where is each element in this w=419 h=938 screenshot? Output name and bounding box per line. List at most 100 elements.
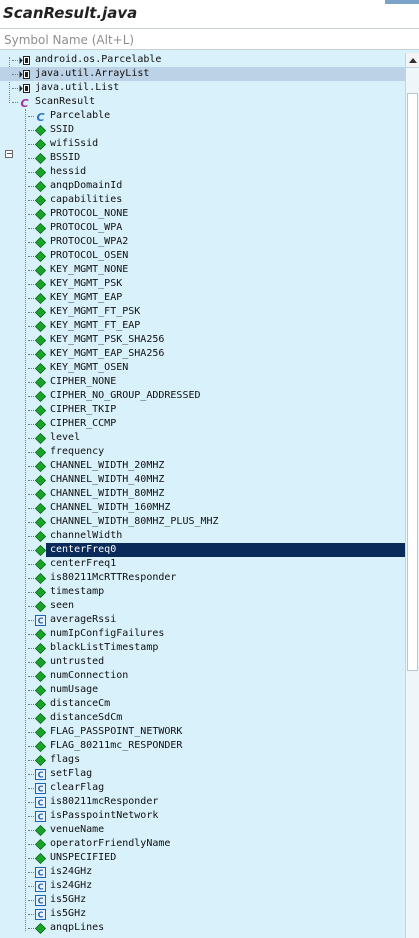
scroll-up-button[interactable] bbox=[406, 53, 419, 68]
tree-item[interactable]: PROTOCOL_OSEN bbox=[0, 249, 405, 263]
method-icon: C bbox=[35, 811, 46, 822]
method-icon: C bbox=[35, 909, 46, 920]
tree-item[interactable]: CHANNEL_WIDTH_160MHZ bbox=[0, 501, 405, 515]
tree-item[interactable]: BSSID bbox=[0, 151, 405, 165]
tree-item[interactable]: centerFreq1 bbox=[0, 557, 405, 571]
tree-item[interactable]: CHANNEL_WIDTH_20MHZ bbox=[0, 459, 405, 473]
selection-highlight bbox=[46, 543, 405, 557]
tree-item[interactable]: FLAG_PASSPOINT_NETWORK bbox=[0, 725, 405, 739]
tree-item-label: KEY_MGMT_OSEN bbox=[50, 362, 129, 373]
tree-connector bbox=[28, 172, 34, 173]
tree-item[interactable]: untrusted bbox=[0, 655, 405, 669]
tree-connector bbox=[28, 564, 34, 565]
tree-item[interactable]: frequency bbox=[0, 445, 405, 459]
interface-icon: C bbox=[35, 111, 46, 122]
tree-connector bbox=[28, 858, 34, 859]
tree-item[interactable]: hessid bbox=[0, 165, 405, 179]
tree-item[interactable]: KEY_MGMT_PSK bbox=[0, 277, 405, 291]
tree-item-label: numIpConfigFailures bbox=[50, 628, 165, 639]
tree-connector bbox=[28, 844, 34, 845]
tree-connector bbox=[28, 774, 34, 775]
tree-item-label: operatorFriendlyName bbox=[50, 838, 171, 849]
vertical-scrollbar[interactable] bbox=[405, 53, 419, 938]
tree-item[interactable]: CHANNEL_WIDTH_80MHZ bbox=[0, 487, 405, 501]
tree-item[interactable]: anqpDomainId bbox=[0, 179, 405, 193]
tree-item[interactable]: capabilities bbox=[0, 193, 405, 207]
tree-item[interactable]: PROTOCOL_WPA bbox=[0, 221, 405, 235]
tree-item[interactable]: wifiSsid bbox=[0, 137, 405, 151]
tree-connector bbox=[28, 228, 34, 229]
tree-item[interactable]: operatorFriendlyName bbox=[0, 837, 405, 851]
collapse-toggle[interactable]: − bbox=[5, 149, 13, 158]
tree-item[interactable]: anqpLines bbox=[0, 921, 405, 935]
tree-item[interactable]: KEY_MGMT_NONE bbox=[0, 263, 405, 277]
tree-item[interactable]: is80211McRTTResponder bbox=[0, 571, 405, 585]
tree-item[interactable]: KEY_MGMT_OSEN bbox=[0, 361, 405, 375]
tree-item[interactable]: channelWidth bbox=[0, 529, 405, 543]
tree-item-label: CHANNEL_WIDTH_20MHZ bbox=[50, 460, 165, 471]
tree-item[interactable]: FLAG_80211mc_RESPONDER bbox=[0, 739, 405, 753]
tree-item[interactable]: CIPHER_NONE bbox=[0, 375, 405, 389]
tree-item[interactable]: android.os.Parcelable bbox=[0, 53, 405, 67]
tree-item-label: is80211mcResponder bbox=[50, 796, 159, 807]
field-icon bbox=[35, 825, 46, 836]
tree-item[interactable]: venueName bbox=[0, 823, 405, 837]
tree-item[interactable]: SSID bbox=[0, 123, 405, 137]
tree-item[interactable]: CHANNEL_WIDTH_80MHZ_PLUS_MHZ bbox=[0, 515, 405, 529]
tree-item[interactable]: PROTOCOL_NONE bbox=[0, 207, 405, 221]
field-icon bbox=[35, 349, 46, 360]
tree-item[interactable]: numIpConfigFailures bbox=[0, 627, 405, 641]
tree-item[interactable]: KEY_MGMT_EAP bbox=[0, 291, 405, 305]
tree-item-label: numUsage bbox=[50, 684, 99, 695]
tree-connector bbox=[28, 396, 34, 397]
tree-item[interactable]: centerFreq0 bbox=[0, 543, 405, 557]
tree-connector bbox=[28, 648, 34, 649]
tree-item[interactable]: KEY_MGMT_PSK_SHA256 bbox=[0, 333, 405, 347]
field-icon bbox=[35, 657, 46, 668]
tree-item[interactable]: distanceSdCm bbox=[0, 711, 405, 725]
tree-item-label: KEY_MGMT_NONE bbox=[50, 264, 129, 275]
tree-connector bbox=[28, 298, 34, 299]
tree-item[interactable]: seen bbox=[0, 599, 405, 613]
tree-item[interactable]: numUsage bbox=[0, 683, 405, 697]
tree-item[interactable]: CIPHER_NO_GROUP_ADDRESSED bbox=[0, 389, 405, 403]
tree-item-label: is5GHz bbox=[50, 908, 87, 919]
field-icon bbox=[35, 223, 46, 234]
tree-item[interactable]: java.util.ArrayList bbox=[0, 67, 405, 81]
scroll-thumb[interactable] bbox=[407, 93, 418, 671]
tree-item[interactable]: distanceCm bbox=[0, 697, 405, 711]
tree-item[interactable]: PROTOCOL_WPA2 bbox=[0, 235, 405, 249]
tree-item[interactable]: KEY_MGMT_EAP_SHA256 bbox=[0, 347, 405, 361]
tree-item[interactable]: timestamp bbox=[0, 585, 405, 599]
field-icon bbox=[35, 853, 46, 864]
tree-item[interactable]: CHANNEL_WIDTH_40MHZ bbox=[0, 473, 405, 487]
tree-item[interactable]: CIPHER_TKIP bbox=[0, 403, 405, 417]
tree-connector bbox=[28, 760, 34, 761]
tree-item[interactable]: java.util.List bbox=[0, 81, 405, 95]
tree-item[interactable]: KEY_MGMT_FT_PSK bbox=[0, 305, 405, 319]
tree-item-label: venueName bbox=[50, 824, 105, 835]
tree-item[interactable]: numConnection bbox=[0, 669, 405, 683]
tree-item[interactable]: UNSPECIFIED bbox=[0, 851, 405, 865]
tree-item[interactable]: level bbox=[0, 431, 405, 445]
tree-item[interactable]: CIPHER_CCMP bbox=[0, 417, 405, 431]
tree-connector bbox=[28, 200, 34, 201]
tree-item-label: CHANNEL_WIDTH_80MHZ bbox=[50, 488, 165, 499]
tree-item[interactable]: KEY_MGMT_FT_EAP bbox=[0, 319, 405, 333]
tree-item[interactable]: flags bbox=[0, 753, 405, 767]
symbol-search-input[interactable] bbox=[2, 30, 416, 50]
tree-item[interactable]: blackListTimestamp bbox=[0, 641, 405, 655]
tree-item-label: CIPHER_NO_GROUP_ADDRESSED bbox=[50, 390, 201, 401]
